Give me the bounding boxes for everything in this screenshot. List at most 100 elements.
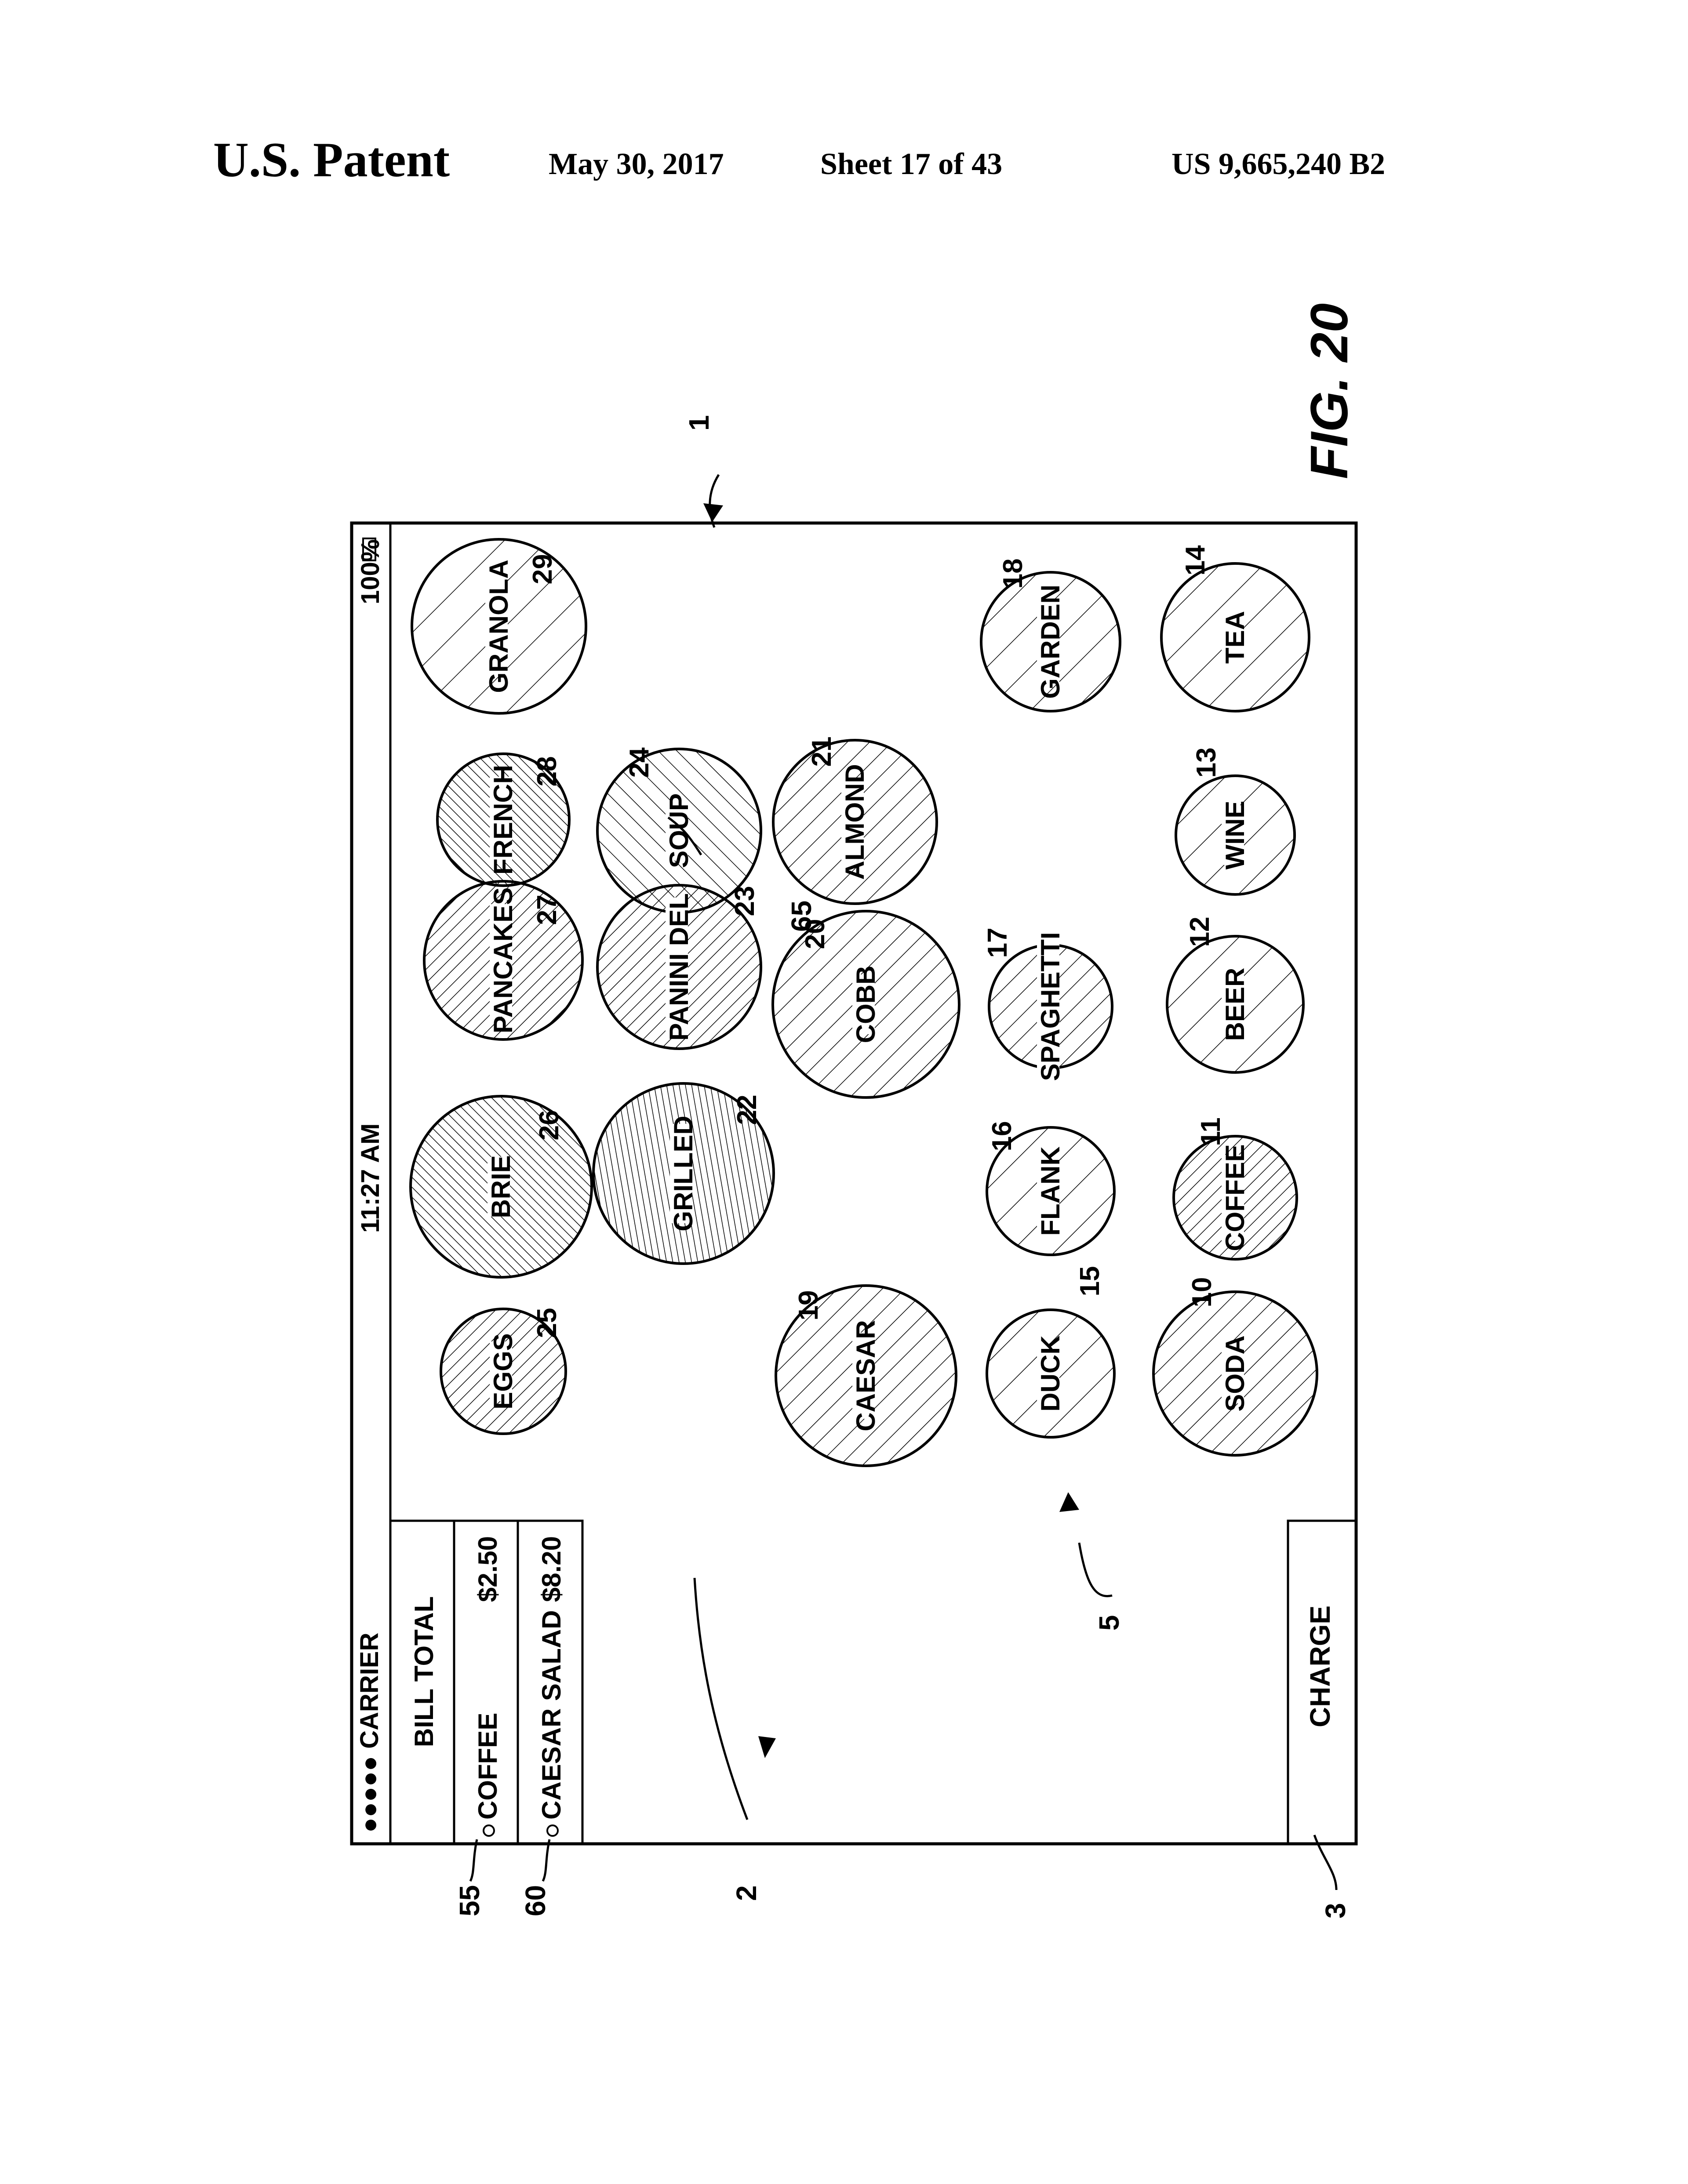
reference-numeral: 11 (1196, 1117, 1226, 1146)
figure-label: FIG. 20 (1300, 303, 1359, 479)
reference-numeral: 15 (1075, 1266, 1105, 1297)
menu-item-label: FLANK (1036, 1146, 1065, 1236)
menu-item-wine[interactable]: WINE 13 (1175, 748, 1296, 896)
menu-item-label-bg (852, 1333, 875, 1419)
reference-numeral: 14 (1180, 545, 1211, 575)
menu-item-label: PANINI DEL (664, 893, 694, 1041)
ref-menu-area: 5 (1093, 1615, 1125, 1631)
reference-numeral: 29 (528, 554, 558, 585)
bill-panel (389, 1519, 584, 1845)
menu-item-label: ALMOND (840, 764, 869, 879)
menu-item-label-bg (485, 577, 508, 676)
menu-item-label-bg (1222, 974, 1244, 1034)
reference-numeral: 17 (982, 928, 1013, 958)
charge-button[interactable] (1287, 1519, 1357, 1845)
menu-item-label: SOUP (664, 793, 694, 868)
menu-item-spaghetti[interactable]: SPAGHETTI 17 (982, 928, 1113, 1081)
remove-item-icon[interactable] (546, 1824, 559, 1837)
menu-item-label: BRIE (486, 1155, 516, 1218)
patent-header-date: May 30, 2017 (549, 147, 724, 181)
arrowhead (758, 1736, 776, 1758)
ref-bill-item-2: 60 (520, 1885, 551, 1916)
menu-item-label-bg (490, 1341, 512, 1401)
menu-item-label: COBB (851, 966, 880, 1043)
menu-item-label: SODA (1220, 1335, 1250, 1411)
menu-item-granola[interactable]: GRANOLA 29 (411, 538, 587, 715)
menu-item-cobb[interactable]: COBB 20 (771, 910, 960, 1099)
menu-item-label-bg (841, 779, 864, 865)
menu-item-label-bg (1222, 1155, 1244, 1241)
menu-item-panini-del[interactable]: PANINI DEL 23 (596, 884, 762, 1050)
ref-charge-area: 3 (1320, 1903, 1351, 1919)
status-time: 11:27 AM (356, 1123, 385, 1233)
menu-item-label-bg (490, 777, 512, 863)
menu-item-label: GARDEN (1036, 585, 1065, 699)
reference-numeral: 13 (1191, 748, 1222, 778)
reference-numeral: 26 (534, 1110, 564, 1141)
menu-item-eggs[interactable]: EGGS 25 (440, 1308, 567, 1435)
menu-item-french[interactable]: FRENCH 28 (436, 752, 571, 887)
menu-item-label: BEER (1220, 968, 1250, 1041)
reference-numeral: 21 (807, 737, 837, 767)
status-battery: 100% (356, 539, 385, 604)
device-frame (350, 521, 1358, 1846)
menu-item-brie[interactable]: BRIE 26 (409, 1095, 593, 1279)
menu-item-label-bg (1037, 944, 1059, 1069)
reference-numeral: 23 (730, 886, 760, 916)
bill-item-price-2: $8.20 (537, 1536, 566, 1602)
patent-header-number: US 9,665,240 B2 (1171, 147, 1386, 181)
menu-item-label-bg (1222, 805, 1244, 865)
reference-numeral: 24 (624, 747, 655, 778)
patent-header-sheet: Sheet 17 of 43 (820, 147, 1003, 181)
menu-item-label: FRENCH (488, 765, 518, 875)
reference-numeral: 28 (532, 756, 562, 787)
menu-item-label-bg (1037, 1344, 1059, 1403)
status-carrier: ●●●●● CARRIER (355, 1632, 384, 1833)
menu-item-flank[interactable]: FLANK 16 (986, 1121, 1116, 1256)
menu-item-label-bg (487, 1157, 510, 1217)
bill-item-price-1: $2.50 (473, 1536, 502, 1602)
menu-item-label: SPAGHETTI (1036, 932, 1065, 1081)
bill-item-name-2[interactable]: CAESAR SALAD (537, 1610, 566, 1820)
arrowhead (1059, 1492, 1079, 1512)
menu-item-tea[interactable]: TEA 14 (1160, 545, 1310, 712)
menu-item-caesar[interactable]: CAESAR 19 (775, 1284, 957, 1467)
menu-item-label: WINE (1220, 801, 1250, 870)
menu-item-label: TEA (1220, 611, 1250, 664)
arrowhead (703, 503, 723, 522)
reference-numeral: 10 (1187, 1277, 1217, 1308)
menu-item-label: GRILLED (669, 1116, 698, 1231)
ref-bill-item-1: 55 (454, 1885, 485, 1916)
reference-numeral: 25 (532, 1308, 562, 1338)
ref-bill-area: 2 (731, 1885, 762, 1901)
reference-numeral: 19 (793, 1290, 824, 1321)
leader-lines (469, 474, 1338, 1890)
remove-item-icon[interactable] (483, 1824, 495, 1837)
menu-item-label: GRANOLA (484, 560, 513, 693)
menu-item-label: CAESAR (851, 1320, 880, 1431)
bill-title: BILL TOTAL (409, 1596, 439, 1747)
charge-label: CHARGE (1304, 1606, 1336, 1727)
bill-item-name-1[interactable]: COFFEE (473, 1713, 502, 1820)
reference-numeral: 20 (800, 919, 830, 949)
menu-item-label-bg (670, 1124, 692, 1223)
menu-item-label-bg (1222, 1344, 1244, 1403)
menu-item-soup[interactable]: SOUP 24 (596, 747, 762, 914)
reference-numeral: 16 (987, 1121, 1017, 1152)
menu-item-label: PANCAKES (488, 887, 518, 1033)
reference-numeral: 22 (732, 1095, 762, 1125)
patent-header-title: U.S. Patent (213, 133, 450, 187)
menu-item-label: EGGS (488, 1333, 518, 1409)
menu-item-label-bg (1037, 1155, 1059, 1228)
menu-item-grilled[interactable]: GRILLED 22 (592, 1082, 775, 1265)
menu-item-label: COFFEE (1220, 1144, 1250, 1251)
ref-overlap: 65 (786, 901, 817, 932)
